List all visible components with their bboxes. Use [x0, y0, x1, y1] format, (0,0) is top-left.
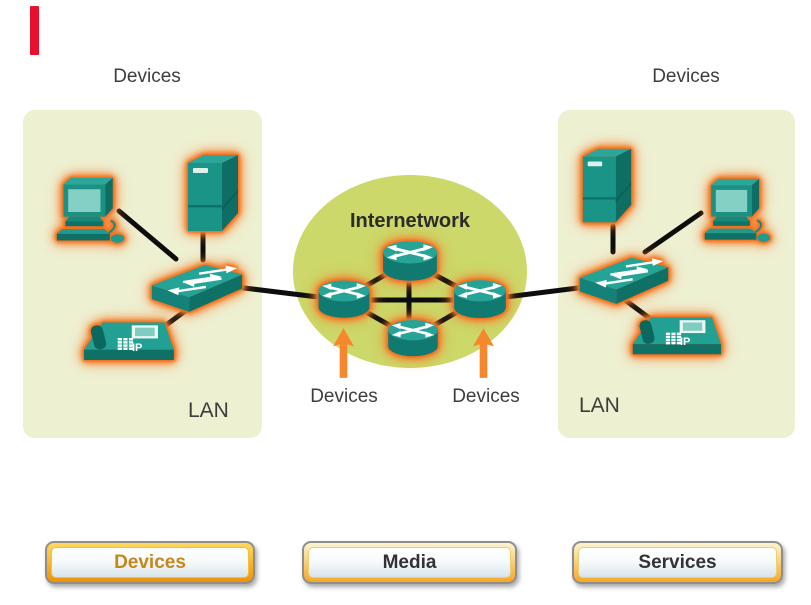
devices-callout-right: Devices — [452, 386, 520, 407]
switch-icon — [575, 246, 673, 306]
router-icon — [314, 276, 374, 324]
desktop-computer-icon — [50, 176, 130, 248]
services-button-label: Services — [638, 551, 717, 573]
right-lan-title: Devices — [652, 66, 720, 87]
server-icon — [183, 153, 243, 239]
ip-phone-badge: IP — [680, 336, 691, 349]
devices-button-label: Devices — [114, 551, 186, 573]
desktop-computer-icon — [698, 177, 776, 247]
devices-button[interactable]: Devices — [45, 541, 255, 584]
media-button-face: Media — [308, 547, 511, 578]
left-lan-title: Devices — [113, 66, 181, 87]
services-button[interactable]: Services — [572, 541, 783, 584]
media-button-label: Media — [382, 551, 437, 573]
ip-phone-icon: IP — [626, 311, 726, 368]
services-button-face: Services — [578, 547, 777, 578]
router-icon — [378, 237, 442, 287]
router-icon — [382, 316, 444, 362]
router-icon — [449, 276, 511, 324]
devices-button-face: Devices — [51, 547, 249, 578]
devices-callout-left: Devices — [310, 386, 378, 407]
left-lan-label: LAN — [188, 399, 229, 422]
switch-icon — [147, 253, 247, 314]
server-icon — [578, 147, 636, 230]
internetwork-label: Internetwork — [349, 210, 471, 232]
right-lan-label: LAN — [579, 394, 620, 417]
media-button[interactable]: Media — [302, 541, 517, 584]
red-marker-bar — [30, 6, 39, 55]
ip-phone-badge: IP — [132, 341, 143, 354]
up-arrow-icon — [333, 328, 354, 378]
up-arrow-icon — [473, 328, 494, 378]
ip-phone-icon: IP — [78, 316, 178, 374]
